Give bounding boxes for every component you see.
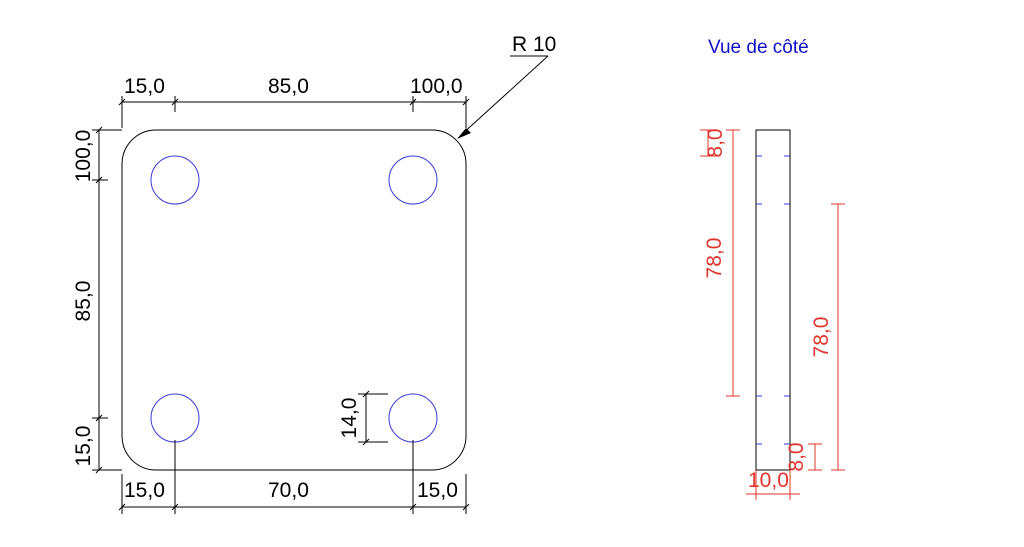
top-dimension-chain: 15,0 85,0 100,0	[118, 75, 470, 128]
side-dim-top-offset: 8,0	[704, 128, 727, 157]
dim-top-left-offset: 15,0	[124, 75, 165, 98]
dim-left-overall: 100,0	[72, 130, 95, 183]
dim-bottom-hole-spacing: 70,0	[268, 479, 309, 502]
side-right-dimensions: 78,0 8,0	[785, 203, 845, 472]
dim-left-bottom-offset: 15,0	[72, 426, 95, 467]
dim-left-hole-spacing: 85,0	[72, 281, 95, 322]
left-dimension-chain: 100,0 85,0 15,0	[72, 126, 122, 474]
dim-top-overall: 100,0	[410, 75, 463, 98]
side-thickness-dimension: 10,0	[746, 469, 800, 500]
side-dim-thickness: 10,0	[748, 469, 789, 492]
front-view: 15,0 85,0 100,0 R 10 15,0 70,0 15,0	[72, 33, 556, 514]
side-dim-left-spacing: 78,0	[703, 238, 726, 279]
radius-label: R 10	[512, 33, 556, 56]
side-left-dimensions: 8,0 78,0	[700, 128, 740, 397]
hole-diameter-dimension: 14,0	[338, 390, 388, 446]
radius-callout: R 10	[457, 33, 556, 139]
side-dim-bottom-offset: 8,0	[785, 442, 808, 471]
bottom-dimension-chain: 15,0 70,0 15,0	[118, 440, 470, 514]
hole-top-right	[388, 155, 438, 205]
plate-outline	[121, 129, 467, 471]
side-profile-outline	[755, 129, 791, 471]
side-dim-right-spacing: 78,0	[810, 317, 833, 358]
hole-top-left	[150, 155, 200, 205]
dim-bottom-right-offset: 15,0	[417, 479, 458, 502]
side-view: Vue de côté 8,0 78,0	[700, 37, 845, 500]
hole-bottom-left	[150, 393, 200, 443]
dim-bottom-left-offset: 15,0	[124, 479, 165, 502]
dim-top-hole-spacing: 85,0	[268, 75, 309, 98]
dim-hole-diameter: 14,0	[338, 398, 361, 439]
side-view-title: Vue de côté	[708, 37, 809, 58]
leader-arrowhead	[457, 128, 471, 139]
hole-bottom-right	[388, 393, 438, 443]
hidden-hole-lines	[756, 155, 790, 445]
